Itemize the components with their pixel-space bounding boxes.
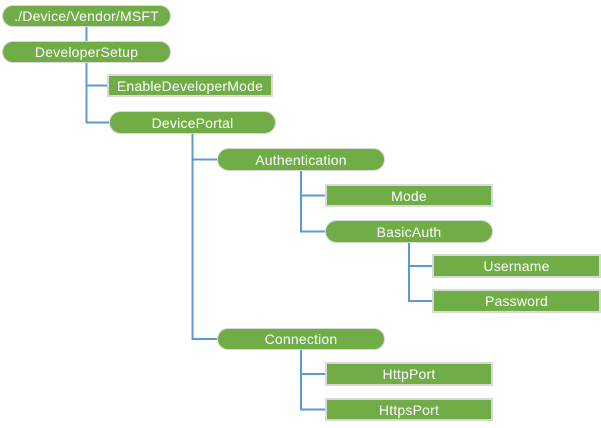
- node-device-vendor-msft: ./Device/Vendor/MSFT: [2, 5, 171, 27]
- node-authentication: Authentication: [217, 148, 385, 171]
- node-username: Username: [432, 254, 601, 278]
- edge-developersetup-deviceportal: [85, 63, 109, 124]
- node-developersetup: DeveloperSetup: [2, 41, 171, 63]
- node-deviceportal: DevicePortal: [109, 111, 276, 134]
- node-connection: Connection: [217, 328, 385, 350]
- edge-basicauth-password: [408, 243, 432, 302]
- edge-connection-httpsport: [300, 350, 325, 411]
- edge-authentication-mode: [300, 171, 325, 197]
- node-password: Password: [432, 289, 601, 313]
- edge-developersetup-enabledevelopermode: [85, 63, 107, 87]
- edge-deviceportal-authentication: [191, 134, 217, 161]
- node-basicauth: BasicAuth: [325, 220, 493, 243]
- node-mode: Mode: [325, 184, 493, 207]
- node-httpsport: HttpsPort: [325, 398, 493, 421]
- edge-deviceportal-connection: [191, 134, 217, 340]
- edge-basicauth-username: [408, 243, 432, 267]
- node-enabledevelopermode: EnableDeveloperMode: [107, 74, 273, 97]
- edge-connection-httpport: [300, 350, 325, 375]
- edge-authentication-basicauth: [300, 171, 325, 233]
- node-httpport: HttpPort: [325, 362, 493, 386]
